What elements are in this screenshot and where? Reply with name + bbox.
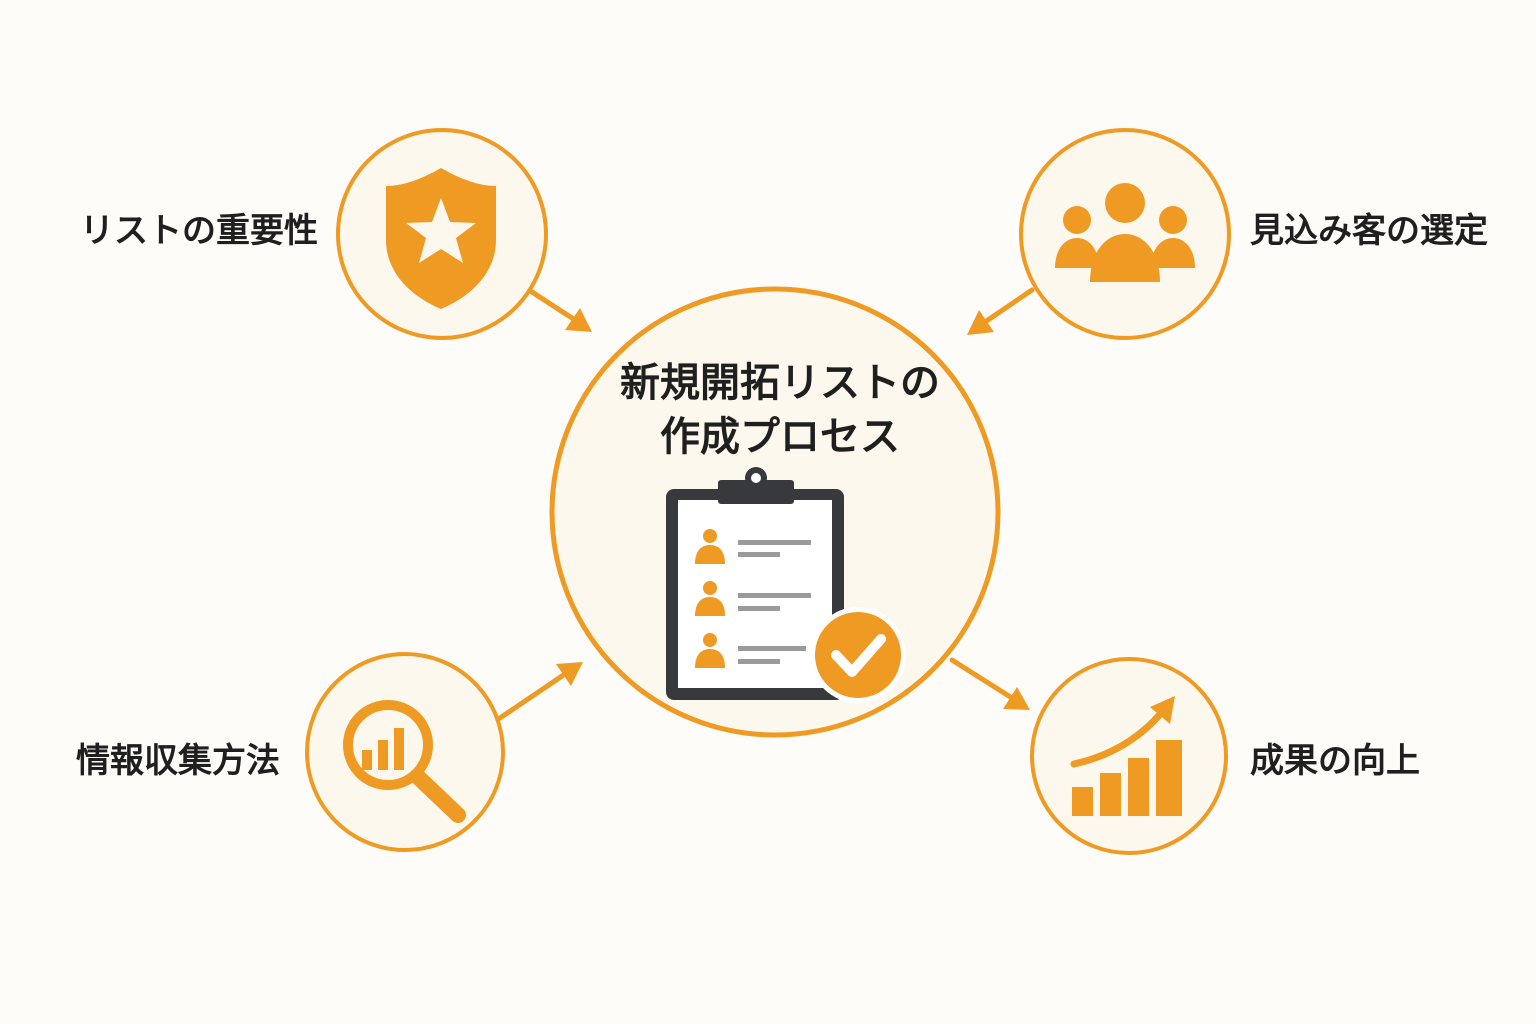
node-results <box>1030 657 1228 855</box>
arrow-research-to-center <box>497 662 583 721</box>
label-research: 情報収集方法 <box>76 741 280 781</box>
node-research <box>305 652 505 852</box>
growth-chart-icon <box>1070 696 1182 816</box>
people-group-icon <box>1055 183 1195 282</box>
magnifier-chart-icon <box>343 700 466 823</box>
node-prospects <box>1019 128 1231 340</box>
label-importance: リストの重要性 <box>80 211 318 251</box>
check-badge-icon <box>810 607 906 703</box>
checklist-row <box>695 581 811 616</box>
checklist-row <box>695 633 806 668</box>
arrow-importance-to-center <box>529 289 592 332</box>
center-title-line1: 新規開拓リストの <box>620 360 940 406</box>
center-node <box>549 286 1001 738</box>
checklist-row <box>695 529 811 564</box>
label-prospects: 見込み客の選定 <box>1250 211 1488 251</box>
label-results: 成果の向上 <box>1250 741 1420 781</box>
center-title: 新規開拓リストの 作成プロセス <box>560 356 1000 464</box>
arrow-center-to-results <box>949 657 1030 710</box>
center-title-line2: 作成プロセス <box>660 414 900 460</box>
node-importance <box>336 128 548 340</box>
arrow-prospects-to-center <box>967 287 1035 335</box>
shield-star-icon <box>386 168 496 309</box>
clipboard-checklist-icon <box>666 467 906 703</box>
